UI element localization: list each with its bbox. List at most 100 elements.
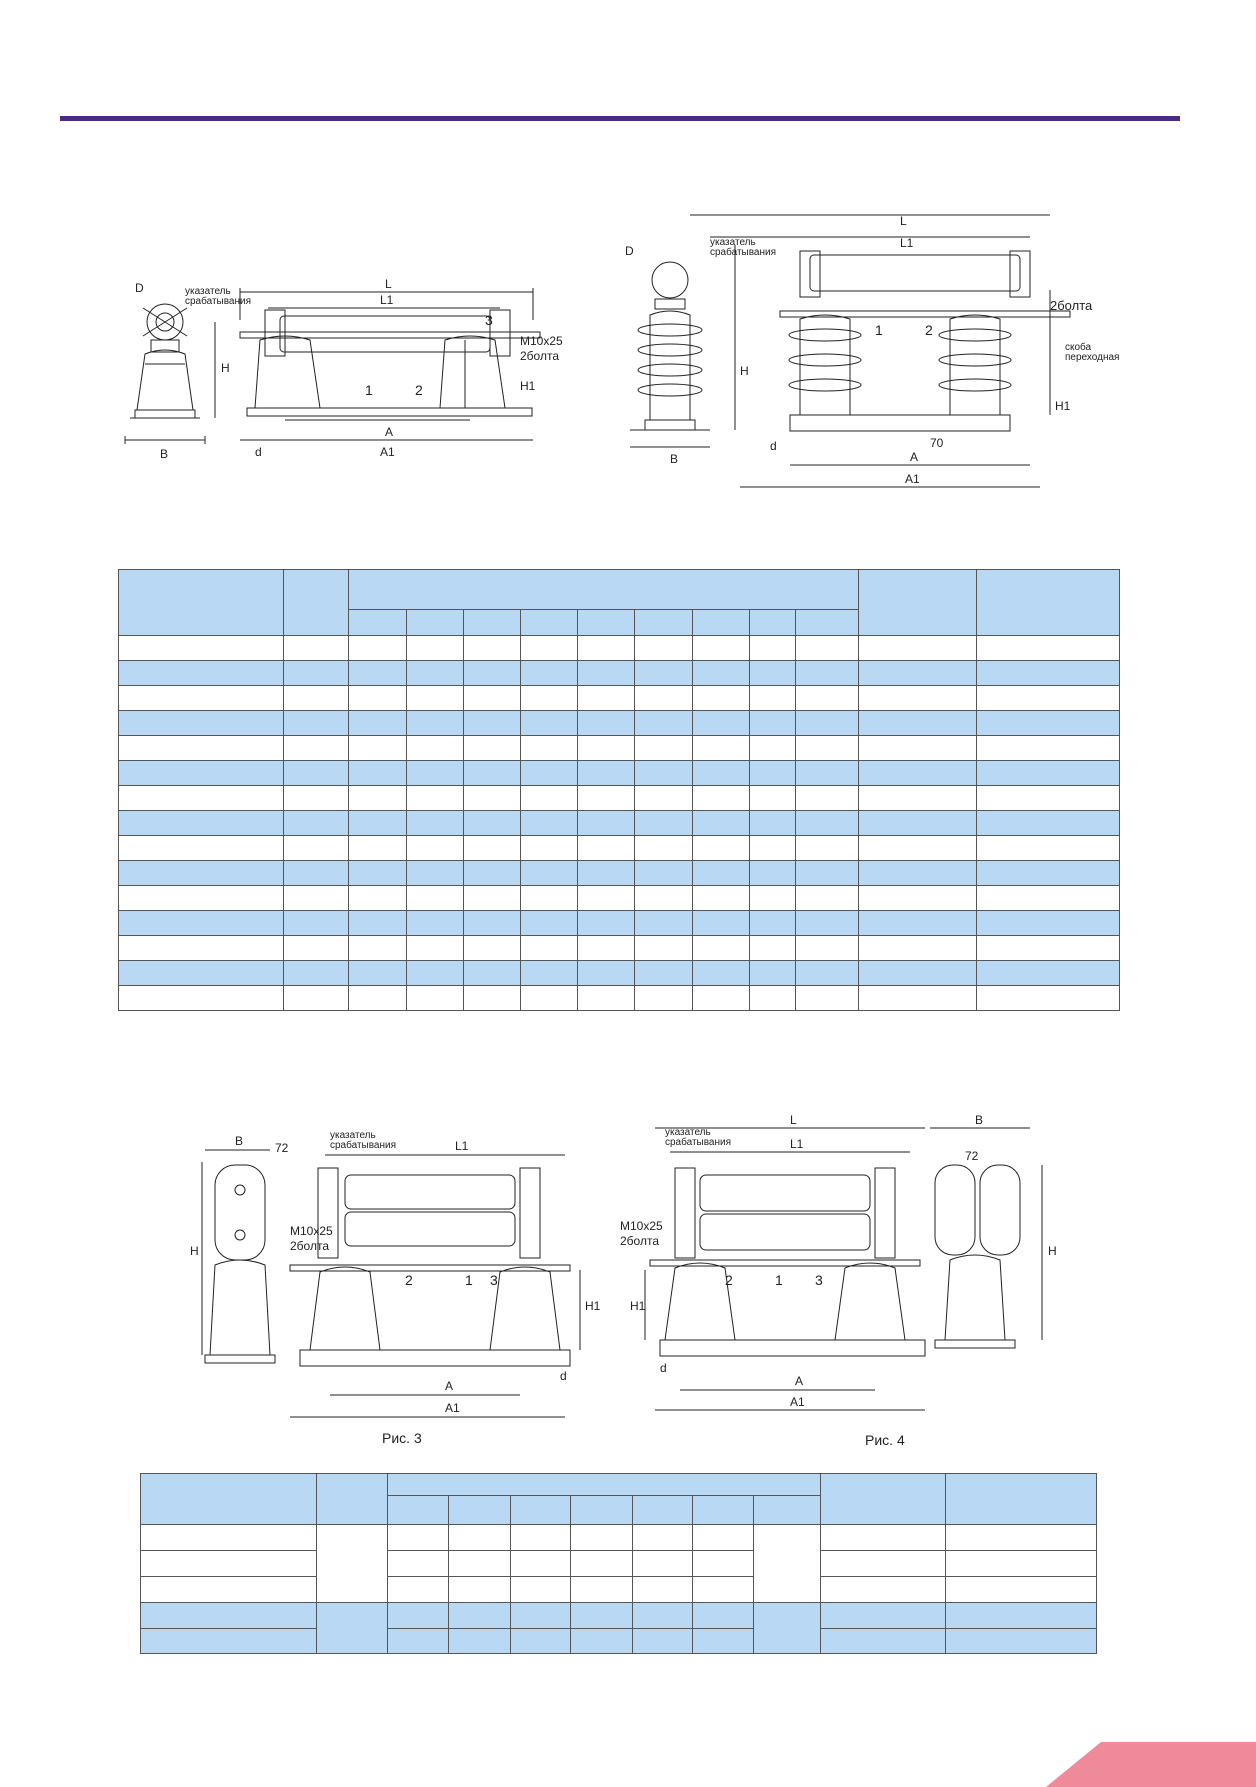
fig4-indicator-label-2: срабатывания: [665, 1136, 731, 1148]
table-row: [117, 710, 1121, 736]
fig3-front-view: [289, 1154, 581, 1418]
fig3-indicator-label-2: срабатывания: [330, 1139, 396, 1151]
fig4-L1-label: L1: [790, 1137, 804, 1151]
fig3-caption: Рис. 3: [382, 1430, 422, 1446]
fig1-H1-label: H1: [520, 379, 536, 393]
fig4-A1-label: A1: [790, 1395, 805, 1409]
fig3-side-view: [201, 1149, 276, 1364]
fig3-callout-1: 1: [465, 1272, 473, 1288]
fig1-front-view: [239, 288, 541, 441]
fig3-A1-label: A1: [445, 1401, 460, 1415]
table-row: [139, 1628, 1097, 1654]
fig3-callout-3: 3: [490, 1272, 498, 1288]
fig2-L-label: L: [900, 214, 907, 228]
table-1-header-row-1: [117, 569, 1121, 636]
table-row: [117, 885, 1121, 911]
fig4-callout-2: 2: [725, 1272, 733, 1288]
table-1: [117, 569, 1121, 1011]
table-row: [139, 1550, 1097, 1577]
fig1-indicator-label-2: срабатывания: [185, 295, 251, 307]
fig4-indicator-label: указатель: [665, 1127, 711, 1138]
table-row: [117, 810, 1121, 836]
fig2-callout-1: 1: [875, 322, 883, 338]
table-row: [117, 785, 1121, 811]
fig4-front-view: [644, 1127, 926, 1411]
table-row: [117, 735, 1121, 761]
figure-4-drawing: L L1 указатель срабатывания M10x25 2болт…: [590, 1110, 1070, 1411]
fig4-dia72-label: 72: [965, 1149, 979, 1163]
fig1-bolt-label: M10x25: [520, 334, 563, 348]
fig1-L1-label: L1: [380, 293, 394, 307]
fig1-side-view: [124, 303, 216, 444]
table-row: [139, 1524, 1097, 1603]
fig3-d-label: d: [560, 1369, 567, 1383]
table-2-header-row-1: [139, 1473, 1097, 1525]
fig1-A1-label: A1: [380, 445, 395, 459]
fig2-side-view: [630, 245, 736, 448]
fig3-callout-2: 2: [405, 1272, 413, 1288]
table-2-header-row-2: [141, 1495, 1097, 1525]
fig2-bracket-label-2: переходная: [1065, 352, 1119, 363]
fig3-bolt-label: M10x25: [290, 1224, 333, 1238]
fig4-d-label: d: [660, 1361, 667, 1375]
table-row: [117, 960, 1121, 986]
fig4-L-label: L: [790, 1113, 797, 1127]
table-row: [117, 660, 1121, 686]
fig2-bracket-label: скоба: [1065, 341, 1092, 353]
fig4-caption: Рис. 4: [865, 1432, 905, 1448]
fig1-B-label: B: [160, 447, 168, 461]
fig2-callout-2: 2: [925, 322, 933, 338]
table-row: [117, 760, 1121, 786]
fig2-A-label: A: [910, 450, 918, 464]
fig3-indicator-label: указатель: [330, 1130, 376, 1141]
fig4-callout-1: 1: [775, 1272, 783, 1288]
fig1-callout-3: 3: [485, 312, 493, 328]
fig2-indicator-label-2: срабатывания: [710, 246, 776, 258]
fig3-B-label: B: [235, 1134, 243, 1148]
table-row: [139, 1602, 1097, 1654]
table-row: [117, 860, 1121, 886]
fig1-callout-1: 1: [365, 382, 373, 398]
fig4-B-label: B: [975, 1113, 983, 1127]
fig2-front-view: [690, 214, 1071, 488]
fig4-H-label: H: [1048, 1244, 1057, 1258]
fig3-L1-label: L1: [455, 1139, 469, 1153]
fig2-d-label: d: [770, 439, 777, 453]
fig2-A1-label: A1: [905, 472, 920, 486]
fig2-H1-label: H1: [1055, 399, 1071, 413]
fig3-H-label: H: [190, 1244, 199, 1258]
fig2-bolts-label: 2болта: [1050, 298, 1093, 313]
fig3-bolts-label: 2болта: [290, 1239, 329, 1253]
table-row: [117, 910, 1121, 936]
fig2-dia-D-label: D: [625, 244, 634, 258]
header-rule: [60, 116, 1180, 121]
table-row: [117, 685, 1121, 711]
table-row: [117, 985, 1121, 1011]
fig4-H1-label: H1: [630, 1299, 646, 1313]
figure-2-drawing: D указатель срабатывания L L1 1 2 2болта…: [610, 214, 1130, 535]
fig1-callout-2: 2: [415, 382, 423, 398]
figure-1-drawing: D указатель срабатывания L L1 1 2 3 M10x…: [115, 277, 563, 520]
table-2: [139, 1473, 1097, 1654]
fig1-bolts-label: 2болта: [520, 349, 559, 363]
fig1-L-label: L: [385, 277, 392, 291]
fig1-H-label: H: [221, 361, 230, 375]
fig3-H1-label: H1: [585, 1299, 601, 1313]
table-row: [117, 935, 1121, 961]
fig1-d-label: d: [255, 445, 262, 459]
table-row: [117, 835, 1121, 861]
corner-decoration: [1046, 1742, 1256, 1787]
fig2-70-label: 70: [930, 436, 944, 450]
fig3-dia72-label: 72: [275, 1141, 289, 1155]
fig4-bolts-label: 2болта: [620, 1234, 659, 1248]
figure-3-drawing: B 72 указатель срабатывания L1 M10x25 2б…: [190, 1130, 601, 1418]
fig3-A-label: A: [445, 1379, 453, 1393]
fig1-A-label: A: [385, 425, 393, 439]
fig1-dia-D-label: D: [135, 281, 144, 295]
fig1-indicator-label: указатель: [185, 286, 231, 297]
fig2-L1-label: L1: [900, 236, 914, 250]
fig4-bolt-label: M10x25: [620, 1219, 663, 1233]
fig2-indicator-label: указатель: [710, 237, 756, 248]
fig4-callout-3: 3: [815, 1272, 823, 1288]
table-row: [117, 635, 1121, 661]
